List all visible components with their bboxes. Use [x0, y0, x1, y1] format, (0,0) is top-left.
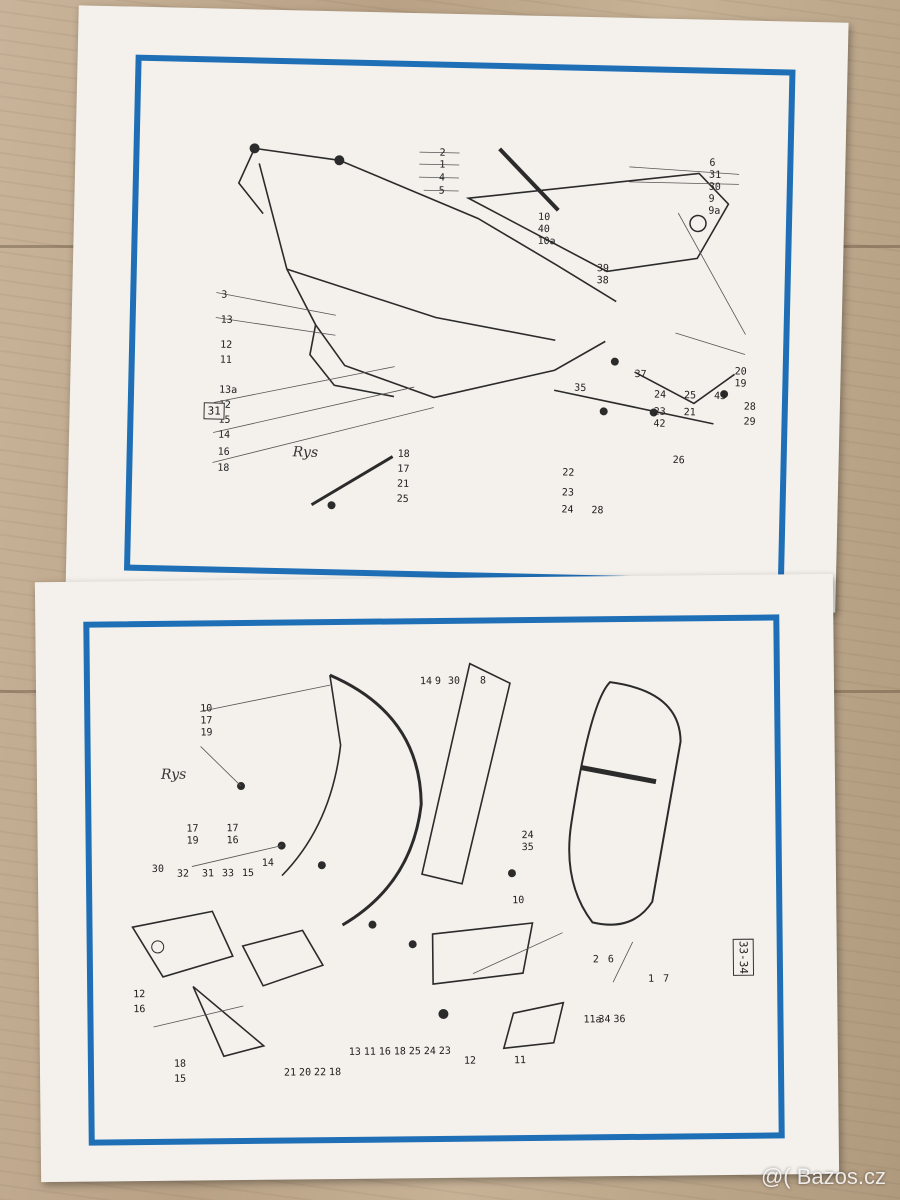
callout-label: 30 [152, 864, 164, 875]
callout-label: 26 [672, 455, 684, 466]
callout-label: 18 [217, 463, 229, 474]
callout-label: 24 [561, 504, 573, 515]
callout-label: 21 [397, 479, 409, 490]
callout-label: 35 [574, 383, 586, 394]
callout-label: 25 [409, 1046, 421, 1057]
callout-label: 15 [174, 1074, 186, 1085]
callout-label: 28 [744, 402, 756, 413]
callout-label: 19 [200, 727, 212, 738]
callout-label: 17 [200, 715, 212, 726]
callout-label: 33 [222, 868, 234, 879]
callout-label: 25 [397, 494, 409, 505]
callout-label: 20 [299, 1067, 311, 1078]
callout-label: 23 [439, 1046, 451, 1057]
artist-signature: Rys [292, 444, 319, 461]
callout-label: 1 [439, 160, 445, 171]
callout-label: 18 [174, 1059, 186, 1070]
callout-label: 29 [743, 417, 755, 428]
callout-label: 14 [262, 858, 274, 869]
callout-label: 12 [464, 1056, 476, 1067]
callout-label: 6 [709, 158, 715, 169]
callout-label: 24 [522, 830, 534, 841]
callout-label: 17 [186, 823, 198, 834]
callout-label: 31 [709, 170, 721, 181]
callout-label: 30 [709, 182, 721, 193]
callout-label: 12 [220, 340, 232, 351]
callout-label: 35 [522, 842, 534, 853]
callout-label: 11 [220, 355, 232, 366]
callout-label: 15 [242, 868, 254, 879]
callout-label: 22 [562, 467, 574, 478]
callout-label: 30 [448, 676, 460, 687]
blue-frame-top: 2 1 4 5 6 31 30 9 9a 10 40 10a 39 38 20 … [123, 54, 796, 586]
callout-label: 10a [537, 236, 555, 247]
callout-label: 17 [226, 823, 238, 834]
callout-label: 16 [133, 1004, 145, 1015]
callout-label: 24 [654, 389, 666, 400]
callout-label: 11 [514, 1055, 526, 1066]
callout-label: 38 [597, 275, 609, 286]
callout-label: 12 [133, 989, 145, 1000]
artist-signature: Rys [160, 766, 187, 783]
callout-label: 5 [439, 186, 445, 197]
callout-label: 2 [439, 148, 445, 159]
callout-label: 10 [512, 895, 524, 906]
callout-label: 1 [648, 974, 654, 985]
callout-label: 16 [379, 1046, 391, 1057]
callout-label: 4 [439, 173, 445, 184]
callout-label: 18 [329, 1067, 341, 1078]
callout-label: 15 [218, 415, 230, 426]
callout-label: 11a [583, 1014, 601, 1025]
booklet-page-top: 2 1 4 5 6 31 30 9 9a 10 40 10a 39 38 20 … [65, 5, 849, 613]
blue-frame-bottom: 10 17 19 14 9 30 8 17 19 17 16 14 30 32 … [83, 614, 785, 1146]
callout-label: 13 [221, 315, 233, 326]
callout-label: 34 [598, 1014, 610, 1025]
callout-label: 14 [218, 430, 230, 441]
callout-label: 13 [349, 1047, 361, 1058]
callout-label: 21 [684, 407, 696, 418]
callout-label: 19 [734, 378, 746, 389]
callout-label: 10 [538, 212, 550, 223]
callout-label: 31 [202, 868, 214, 879]
callout-label: 17 [397, 464, 409, 475]
callout-label: 6 [608, 954, 614, 965]
callout-label: 16 [227, 835, 239, 846]
frame-exploded-diagram: 2 1 4 5 6 31 30 9 9a 10 40 10a 39 38 20 … [212, 143, 756, 516]
callout-label: 37 [634, 369, 646, 380]
callout-label: 18 [398, 449, 410, 460]
callout-label: 23 [654, 406, 666, 417]
booklet-page-bottom: 10 17 19 14 9 30 8 17 19 17 16 14 30 32 … [34, 573, 840, 1183]
callout-label: 28 [591, 505, 603, 516]
callout-label: 2 [593, 954, 599, 965]
callout-label: 39 [597, 263, 609, 274]
callout-label: 11 [364, 1047, 376, 1058]
callout-label: 36 [613, 1014, 625, 1025]
callout-label: 42 [653, 418, 665, 429]
callout-label: 32 [177, 869, 189, 880]
callout-label: 23 [562, 487, 574, 498]
callout-label: 25 [684, 390, 696, 401]
callout-label: 14 [420, 676, 432, 687]
watermark-text: @( Bazos.cz [760, 1164, 886, 1189]
figure-number: 33-34 [732, 938, 755, 977]
callout-label: 9a [708, 206, 720, 217]
callout-label: 9 [435, 676, 441, 687]
callout-label: 9 [708, 194, 714, 205]
callout-label: 16 [218, 447, 230, 458]
figure-number: 31 [203, 402, 226, 420]
callout-label: 18 [394, 1046, 406, 1057]
callout-label: 10 [200, 703, 212, 714]
callout-label: 22 [314, 1067, 326, 1078]
callout-label: 19 [187, 835, 199, 846]
callout-label: 3 [221, 290, 227, 301]
fender-seat-diagram: 10 17 19 14 9 30 8 17 19 17 16 14 30 32 … [131, 662, 682, 1085]
callout-label: 20 [735, 366, 747, 377]
callout-label: 40 [538, 224, 550, 235]
callout-label: 7 [663, 974, 669, 985]
callout-label: 24 [424, 1046, 436, 1057]
callout-label: 8 [480, 675, 486, 686]
callout-label: 21 [284, 1067, 296, 1078]
callout-label: 13a [219, 385, 237, 396]
callout-label: 43 [714, 391, 726, 402]
